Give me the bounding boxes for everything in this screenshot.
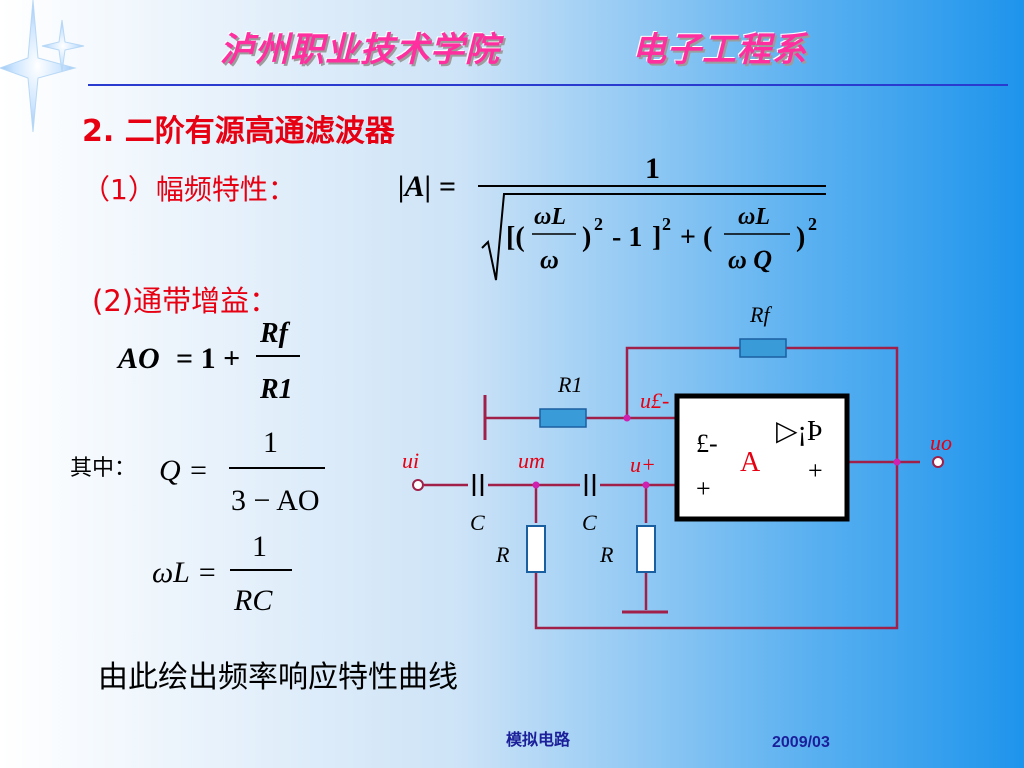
- header-department: 电子工程系: [632, 30, 807, 70]
- header-divider: [88, 84, 1008, 86]
- footer-course: 模拟电路: [506, 730, 571, 749]
- node-minus: [623, 414, 631, 422]
- q-formula: Q = 1 3 − AO: [159, 426, 325, 517]
- square-3: 2: [808, 214, 817, 234]
- svg-text:): ): [582, 222, 591, 253]
- square-2: 2: [662, 214, 671, 234]
- label-r-b: R: [599, 542, 614, 567]
- term-omega-l-1: ωL: [534, 204, 566, 230]
- header-school: 泸州职业技术学院: [220, 30, 500, 70]
- label-um: um: [518, 448, 545, 473]
- node-m: [532, 481, 540, 489]
- wl-num: 1: [252, 530, 267, 563]
- opamp-out-plus: +: [808, 456, 823, 485]
- section-title: 2. 二阶有源高通滤波器: [82, 114, 395, 149]
- svg-text:): ): [796, 222, 805, 253]
- term-omega-q: ω Q: [728, 245, 772, 274]
- footer-date: 2009/03: [772, 734, 830, 751]
- circuit-diagram: Rf R1 u£- ui um u+ uo C C R R £- + ▷¡Þ A…: [402, 302, 952, 630]
- opamp-a: A: [740, 447, 761, 478]
- term-omega-l-2: ωL: [738, 204, 770, 230]
- label-rf: Rf: [749, 302, 772, 327]
- opamp-plus: +: [696, 474, 711, 503]
- label-u-plus: u+: [630, 452, 656, 477]
- where-label: 其中：: [70, 456, 137, 481]
- label-c2: C: [582, 510, 597, 535]
- svg-text:+ (: + (: [680, 222, 712, 253]
- svg-text:]: ]: [652, 222, 661, 253]
- opamp-minus: £-: [696, 429, 718, 458]
- conclusion-text: 由此绘出频率响应特性曲线: [98, 660, 458, 695]
- terminal-input: [412, 479, 424, 491]
- amp-lhs: |A| =: [398, 170, 456, 203]
- gain-formula: AO = 1 + Rf R1: [116, 318, 300, 405]
- one-minus: - 1: [612, 222, 642, 253]
- label-c1: C: [470, 510, 485, 535]
- svg-text:[(: [(: [506, 222, 525, 253]
- gain-lhs: AO: [116, 342, 160, 375]
- term-omega-1: ω: [540, 245, 559, 274]
- square-1: 2: [594, 214, 603, 234]
- amplitude-label: （1）幅频特性：: [82, 173, 296, 206]
- op-amp-body: [674, 393, 850, 522]
- amp-numerator: 1: [645, 152, 660, 185]
- node-plus: [642, 481, 650, 489]
- opamp-symbol: ▷¡Þ: [776, 416, 822, 447]
- label-ui: ui: [402, 448, 419, 473]
- resistor-rf: [739, 338, 787, 358]
- resistor-r1: [539, 408, 587, 428]
- gain-num: Rf: [259, 318, 291, 349]
- resistor-r-a: [526, 525, 546, 573]
- q-den: 3 − AO: [231, 484, 320, 517]
- terminal-output: [932, 456, 944, 468]
- label-u-minus: u£-: [640, 388, 669, 413]
- gain-rhs: = 1 +: [176, 342, 240, 375]
- label-r1: R1: [557, 372, 582, 397]
- gain-den: R1: [259, 374, 293, 405]
- node-out: [893, 458, 901, 466]
- q-lhs: Q =: [159, 454, 208, 487]
- label-uo: uo: [930, 430, 952, 455]
- capacitor-c1: [472, 474, 484, 496]
- wl-lhs: ωL =: [152, 556, 217, 589]
- wl-den: RC: [233, 584, 273, 617]
- sparkle-logo-icon: [0, 0, 85, 133]
- omega-l-formula: ωL = 1 RC: [152, 530, 292, 617]
- amplitude-formula: |A| = 1 [( ωL ω ) 2 - 1 ] 2 + ( ωL ω Q )…: [398, 152, 826, 281]
- passband-label: (2)通带增益：: [92, 284, 279, 318]
- capacitor-c2: [584, 474, 596, 496]
- resistor-r-b: [636, 525, 656, 573]
- q-num: 1: [263, 426, 278, 459]
- label-r-a: R: [495, 542, 510, 567]
